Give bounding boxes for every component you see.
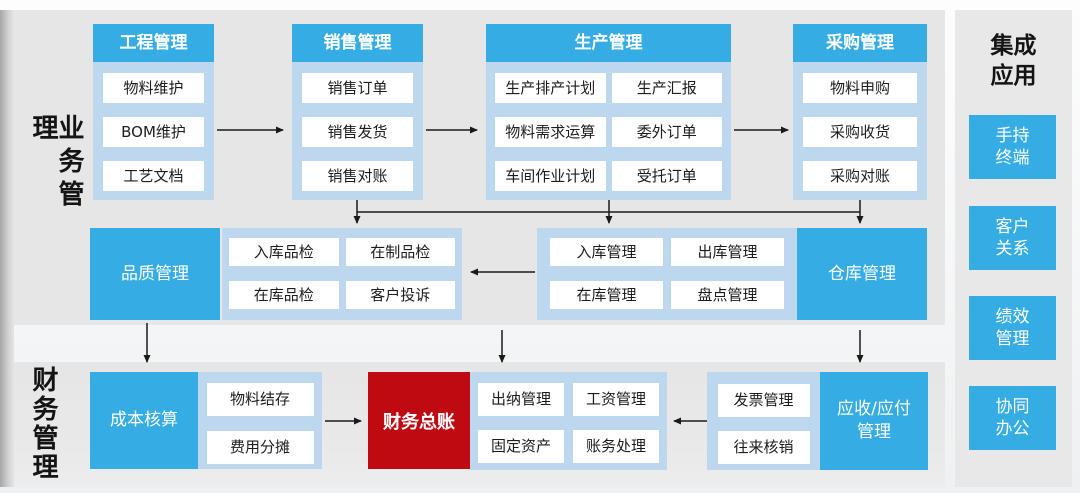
production-container: 生产排产计划 生产汇报 物料需求运算 委外订单 车间作业计划 受托订单 — [486, 62, 731, 200]
quality-items-container: 入库品检 在制品检 在库品检 客户投诉 — [222, 228, 462, 320]
app-box-performance-management: 绩效 管理 — [969, 296, 1056, 360]
module-item: 入库品检 — [229, 238, 339, 266]
app-box-customer-relations: 客户 关系 — [969, 206, 1056, 270]
module-item: 往来核销 — [717, 431, 810, 464]
module-item: 固定资产 — [478, 430, 564, 463]
sales-header: 销售管理 — [292, 24, 423, 62]
module-item: 委外订单 — [611, 117, 722, 147]
purchasing-header: 采购管理 — [793, 24, 927, 62]
left-edge-shadow — [0, 10, 14, 487]
sales-container: 销售订单 销售发货 销售对账 — [292, 62, 423, 200]
app-box-handheld-terminal: 手持 终端 — [969, 115, 1056, 179]
module-item: 在库品检 — [229, 281, 339, 309]
integration-title: 集成 应用 — [990, 33, 1037, 89]
module-item: 在库管理 — [550, 281, 663, 309]
module-item: 物料申购 — [803, 73, 917, 103]
module-item: 销售发货 — [302, 117, 413, 147]
receivable-ops-container: 发票管理 往来核销 — [707, 372, 820, 470]
purchasing-container: 物料申购 采购收货 采购对账 — [793, 62, 927, 200]
module-item: 工资管理 — [573, 383, 659, 416]
module-item: 发票管理 — [717, 384, 810, 417]
module-item: 采购对账 — [803, 161, 917, 191]
module-item: 物料维护 — [103, 73, 204, 103]
module-item: 受托订单 — [611, 161, 722, 191]
cost-items-container: 物料结存 费用分摊 — [198, 372, 322, 469]
module-item: 客户投诉 — [345, 281, 455, 309]
business-section-label: 业务管理 — [28, 114, 84, 213]
module-item: 销售对账 — [302, 161, 413, 191]
module-item: BOM维护 — [103, 117, 204, 147]
module-item: 在制品检 — [345, 238, 455, 266]
warehouse-ops-container: 入库管理 出库管理 在库管理 盘点管理 — [537, 228, 797, 320]
engineering-header: 工程管理 — [93, 24, 214, 62]
production-header: 生产管理 — [486, 24, 731, 62]
finance-ops-container: 出纳管理 工资管理 固定资产 账务处理 — [470, 372, 667, 470]
quality-management-box: 品质管理 — [90, 228, 220, 320]
general-ledger-box: 财务总账 — [368, 372, 470, 469]
cost-accounting-box: 成本核算 — [90, 372, 198, 469]
receivable-payable-box: 应收/应付 管理 — [820, 372, 928, 470]
module-item: 出纳管理 — [478, 383, 564, 416]
module-item: 盘点管理 — [671, 281, 784, 309]
module-item: 车间作业计划 — [495, 161, 606, 191]
warehouse-management-box: 仓库管理 — [797, 228, 927, 320]
module-item: 生产汇报 — [611, 73, 722, 103]
finance-section-label: 财务管理 — [28, 366, 58, 482]
module-item: 费用分摊 — [206, 431, 314, 464]
module-item: 账务处理 — [573, 430, 659, 463]
module-item: 物料结存 — [206, 383, 314, 416]
module-item: 销售订单 — [302, 73, 413, 103]
module-item: 出库管理 — [671, 238, 784, 266]
module-item: 物料需求运算 — [495, 117, 606, 147]
module-item: 采购收货 — [803, 117, 917, 147]
app-box-collaborative-office: 协同 办公 — [969, 386, 1056, 450]
module-item: 工艺文档 — [103, 161, 204, 191]
engineering-container: 物料维护 BOM维护 工艺文档 — [93, 62, 214, 200]
module-item: 生产排产计划 — [495, 73, 606, 103]
module-item: 入库管理 — [550, 238, 663, 266]
